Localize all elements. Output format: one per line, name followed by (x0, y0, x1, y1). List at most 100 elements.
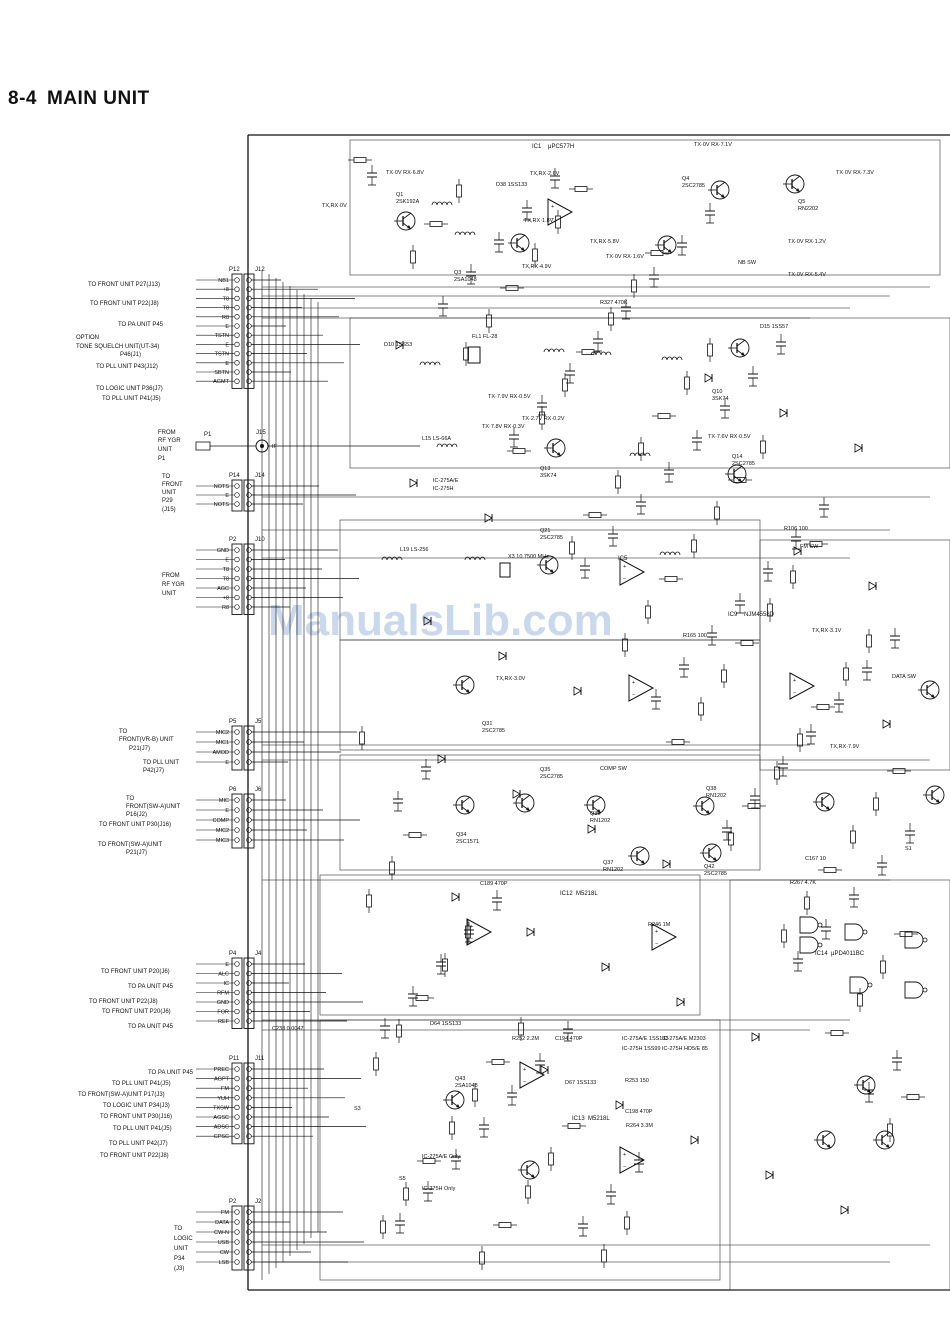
resistor (645, 600, 651, 624)
plus-sign: + (623, 1152, 626, 1158)
transistor-reference: Q5 (798, 199, 805, 205)
plug-body (231, 1062, 243, 1145)
resistor-body (472, 1088, 478, 1102)
resistor (532, 243, 538, 267)
resistor-body (892, 768, 906, 774)
ic-part-number: μPD4011BC (831, 951, 865, 957)
jack-body (243, 1205, 255, 1271)
coil-turn (431, 201, 438, 206)
resistor (396, 1019, 402, 1043)
coil-turn (469, 556, 476, 561)
jack-body (243, 479, 255, 512)
resistor-body (740, 640, 754, 646)
plug-name: P12 (229, 267, 240, 273)
model-note: IC-275A/E 1SS133 (622, 1036, 668, 1042)
pin-hole (234, 729, 240, 735)
component-label: R327 470K (600, 300, 628, 306)
minus-sign: − (793, 690, 796, 696)
pin-label: USB (218, 1240, 230, 1246)
diode-icon (423, 616, 432, 626)
coil-turn (386, 556, 393, 561)
resistor-body (691, 539, 697, 553)
pin-label: TSTN (215, 333, 229, 339)
capacitor (707, 625, 717, 646)
gate-bubble (922, 987, 928, 993)
capacitor (393, 791, 403, 812)
collector (931, 786, 941, 794)
resistor-body (498, 1222, 512, 1228)
resistor (760, 435, 766, 459)
diode-triangle (540, 1065, 549, 1075)
transistor-icon (708, 180, 730, 200)
connector-destination-label: P21(J7) (129, 746, 150, 752)
jack-body (243, 543, 255, 615)
component-label: S3 (354, 1106, 361, 1112)
pin-hole (246, 980, 252, 986)
minus-sign: − (470, 936, 473, 942)
diode-triangle (690, 1135, 699, 1145)
pin-hole (234, 277, 240, 283)
pin-hole (234, 1133, 240, 1139)
collector (701, 797, 711, 805)
diode-icon (690, 1135, 699, 1145)
connector-destination-label: TO PLL UNIT P41(J5) (113, 1126, 172, 1132)
resistor (569, 186, 593, 192)
pin-label: YUH (217, 1096, 229, 1102)
gate-body (849, 976, 869, 994)
pin-hole (234, 989, 240, 996)
component-label: D67 1SS133 (565, 1080, 596, 1086)
connector-destination-label: TO (174, 1226, 183, 1232)
diode-icon (409, 478, 418, 488)
coil-icon (543, 348, 565, 353)
component-label: L19 LS-256 (400, 547, 428, 553)
capacitor (479, 1117, 489, 1138)
resistor-body (728, 832, 734, 846)
pin-label: SBTN (214, 370, 229, 376)
connector-destination-label: TO (126, 796, 135, 802)
diode-icon (498, 651, 507, 661)
ic-reference: IC14 (815, 951, 828, 957)
transistor-reference: Q13 (540, 466, 550, 472)
pin-hole (246, 999, 252, 1005)
pin-label: PREC (214, 1067, 229, 1073)
transistor-icon (453, 795, 475, 815)
connector-destination-label: TO (119, 729, 128, 735)
plug-name: P4 (229, 951, 237, 957)
resistor-body (804, 896, 810, 910)
resistor (797, 728, 803, 752)
capacitor (580, 558, 590, 579)
diode-triangle (409, 478, 418, 488)
pin-hole (246, 341, 252, 348)
resistor (767, 598, 773, 622)
capacitor (819, 497, 829, 518)
resistor (380, 1215, 386, 1239)
gate-bubble (817, 942, 823, 948)
block-outline (759, 539, 950, 771)
pin-hole (234, 970, 240, 977)
plug-body (231, 543, 243, 615)
resistor-body (714, 506, 720, 520)
voltage-annotation: TX,RX·2.6V (530, 171, 560, 177)
diode-triangle (451, 892, 460, 902)
pin-label: E (225, 493, 229, 499)
capacitor (593, 331, 603, 352)
transistor-part-number: 3SK74 (712, 396, 729, 402)
pin-hole (246, 378, 252, 384)
pin-hole (246, 1133, 252, 1139)
connector-destination-label: TO LOGIC UNIT P34(J3) (103, 1103, 170, 1109)
connector-destination-label: RF YGR (162, 582, 185, 588)
resistor (507, 448, 531, 454)
opamp-triangle (789, 672, 816, 700)
emitter-arrow (886, 1144, 890, 1148)
resistor-body (850, 830, 856, 844)
coil-icon (431, 201, 453, 206)
plus-sign: + (623, 564, 626, 570)
pin-hole (234, 1209, 240, 1215)
voltage-annotation: FM SW (800, 544, 819, 550)
resistor (548, 1147, 554, 1171)
capacitor (651, 689, 661, 710)
pin-hole (234, 1219, 240, 1225)
connector-destination-label: UNIT (162, 591, 176, 597)
